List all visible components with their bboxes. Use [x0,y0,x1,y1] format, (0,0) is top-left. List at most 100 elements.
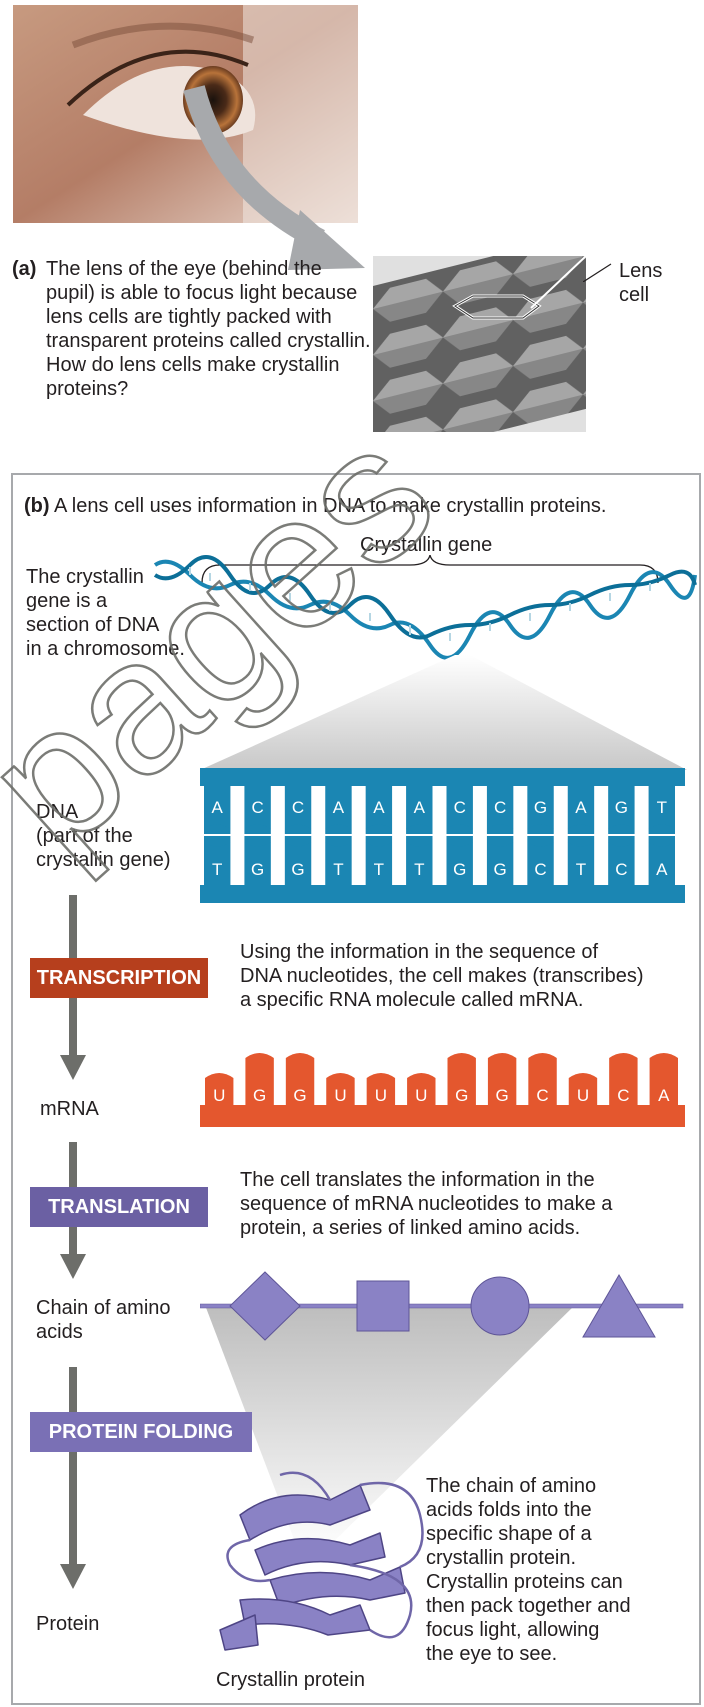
mrna-label: mRNA [40,1098,99,1120]
dna-base-top [406,786,433,829]
dna-top-base-label: A [212,798,224,817]
panel-a-label: (a) [12,258,37,280]
transcription-text: Using the information in the sequence of… [240,940,690,1012]
transcription-label: TRANSCRIPTION [30,958,208,998]
mrna-base-label: G [293,1086,306,1105]
amino-acid-triangle [582,1274,656,1338]
amino-acid-circle [470,1276,530,1336]
amino-acid-square [356,1280,410,1332]
mrna-base [649,1053,678,1107]
dna-base-bottom [204,842,231,885]
amino-acid-chain [200,1271,684,1341]
dna-base-pair-join [365,836,393,847]
dna-base-pair-join [648,836,675,847]
folding-text-line: specific shape of a [426,1523,592,1545]
mrna-base [487,1053,517,1107]
dna-base-top [244,786,271,829]
folding-text-line: acids folds into the [426,1499,592,1521]
dna-double-helix [153,555,697,660]
dna-bottom-base-label: A [656,860,668,879]
mrna-base [245,1053,274,1107]
dna-backbone-top [200,768,685,786]
dna-bottom-base-label: T [212,860,222,879]
dna-base-bottom [244,842,271,885]
dna-top-base-label: A [333,798,345,817]
dna-base-pair-join [325,836,352,847]
gene-description-line: section of DNA [26,614,160,636]
dna-base-pair-join [325,824,352,834]
folding-text: The chain of amino acids folds into the … [426,1474,696,1666]
dna-top-base-label: C [454,798,466,817]
gene-description-line: in a chromosome. [26,638,185,660]
dna-base-pair-join [567,824,595,834]
dna-base-pair-join [284,836,312,847]
dna-base-top [486,786,514,829]
dna-base-top [567,786,595,829]
mrna-base-label: G [455,1086,468,1105]
eye-to-lens-arrow [183,85,365,270]
eye-photo [13,5,358,223]
dna-base-bottom [446,842,473,885]
transcription-text-line: DNA nucleotides, the cell makes (transcr… [240,965,644,987]
dna-bottom-base-label: G [291,860,304,879]
transcription-text-line: Using the information in the sequence of [240,941,598,963]
mrna-base [407,1073,436,1107]
dna-base-top [527,786,554,829]
mrna-backbone [200,1105,685,1127]
dna-backbone-bottom [200,885,685,903]
folding-text-line: crystallin protein. [426,1547,577,1569]
lens-callout-line1: Lens [619,260,663,282]
translation-text-line: The cell translates the information in t… [240,1169,595,1191]
dna-base-pair-join [406,824,433,834]
dna-top-base-label: C [251,798,263,817]
dna-bottom-base-label: T [333,860,343,879]
dna-base-pair-join [486,836,514,847]
dna-label-line: (part of the [36,825,133,847]
mrna-base [568,1073,598,1107]
dna-base-bottom [406,842,433,885]
dna-base-top [284,786,312,829]
mrna-base-label: U [334,1086,346,1105]
gene-description-line: gene is a [26,590,108,612]
gene-description-line: The crystallin [26,566,144,588]
dna-top-base-label: A [575,798,587,817]
panel-b-title-text: A lens cell uses information in DNA to m… [54,495,607,517]
zoom-cone-protein [205,1305,575,1555]
translation-text-line: protein, a series of linked amino acids. [240,1217,581,1239]
folding-text-line: The chain of amino [426,1475,597,1497]
dna-base-pair-join [486,824,514,834]
dna-bottom-base-label: T [374,860,384,879]
gene-brace-label: Crystallin gene [360,534,493,556]
dna-bottom-base-label: G [251,860,264,879]
dna-bottom-base-label: C [534,860,546,879]
mrna-base [528,1053,557,1107]
dna-base-pair-join [567,836,595,847]
dna-base-bottom [365,842,393,885]
dna-base-top [204,786,231,829]
dna-label-line: DNA [36,801,79,823]
callout-line [583,263,612,282]
lens-cell-micrograph [373,256,586,432]
dna-base-pair-join [365,824,393,834]
dna-base-bottom [325,842,352,885]
dna-base-bottom [567,842,595,885]
dna-label: DNA (part of the crystallin gene) [36,800,171,872]
folding-text-line: then pack together and [426,1595,631,1617]
dna-base-pair-join [204,824,231,834]
translation-text-line: sequence of mRNA nucleotides to make a [240,1193,613,1215]
mrna-base-label: C [617,1086,629,1105]
dna-top-base-label: G [534,798,547,817]
dna-bottom-base-label: T [576,860,586,879]
dna-base-bottom [527,842,554,885]
dna-base-top [446,786,473,829]
mrna-base-label: U [577,1086,589,1105]
panel-b-frame [11,473,701,1705]
dna-bottom-base-label: G [494,860,507,879]
dna-top-base-label: G [615,798,628,817]
mrna-base [326,1073,355,1107]
panel-b-title: (b) A lens cell uses information in DNA … [24,494,694,518]
panel-b-label: (b) [24,495,50,517]
protein-folding-label: PROTEIN FOLDING [30,1412,252,1452]
mrna-base-label: U [213,1086,225,1105]
